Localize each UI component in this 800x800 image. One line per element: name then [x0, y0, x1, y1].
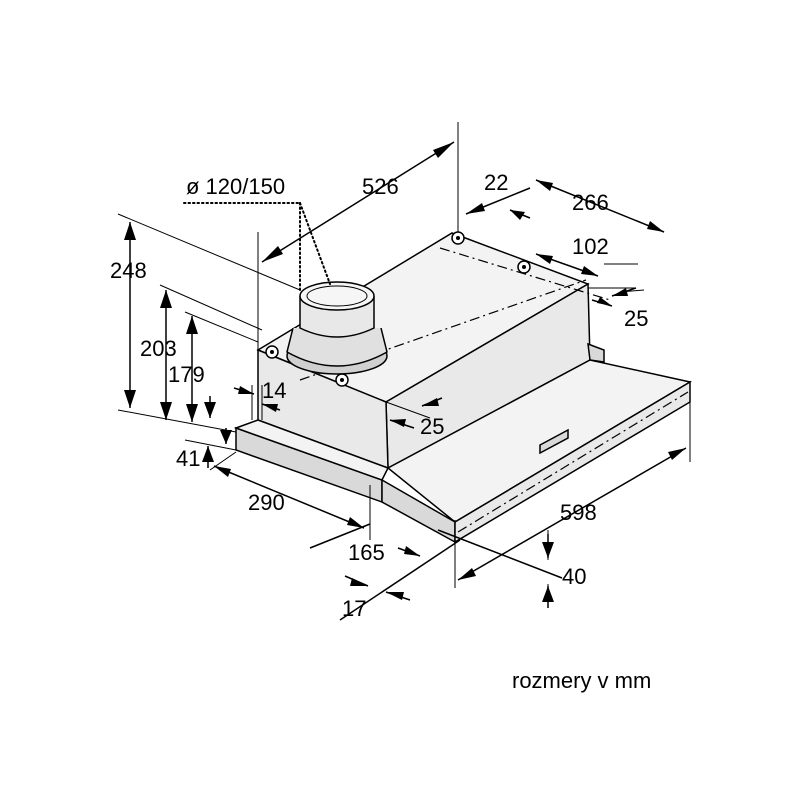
units-note: rozmery v mm	[512, 668, 652, 693]
label-22: 22	[484, 170, 508, 195]
label-41: 41	[176, 446, 200, 471]
label-266: 266	[572, 190, 609, 215]
top-cross-centerline	[439, 247, 611, 301]
label-248: 248	[110, 258, 147, 283]
label-25-top: 25	[624, 306, 648, 331]
hood-body	[233, 231, 693, 548]
label-17: 17	[342, 596, 366, 621]
label-14: 14	[262, 378, 286, 403]
label-179: 179	[168, 362, 205, 387]
label-102: 102	[572, 234, 609, 259]
label-40: 40	[562, 564, 586, 589]
dimension-lines	[117, 122, 691, 621]
screw-holes	[265, 231, 531, 387]
label-203: 203	[140, 336, 177, 361]
label-diameter: ø 120/150	[186, 174, 285, 199]
slide-panel-dashed-line	[457, 391, 689, 533]
filter-handle	[539, 428, 569, 455]
label-290: 290	[248, 490, 285, 515]
exhaust-duct-collar	[286, 281, 388, 375]
label-165: 165	[348, 540, 385, 565]
label-598: 598	[560, 500, 597, 525]
label-25-mid: 25	[420, 414, 444, 439]
label-526: 526	[362, 174, 399, 199]
mounting-tab	[587, 342, 605, 363]
dimension-labels: ø 120/150 526 22 266 102 25 248 203 179 …	[110, 170, 648, 621]
